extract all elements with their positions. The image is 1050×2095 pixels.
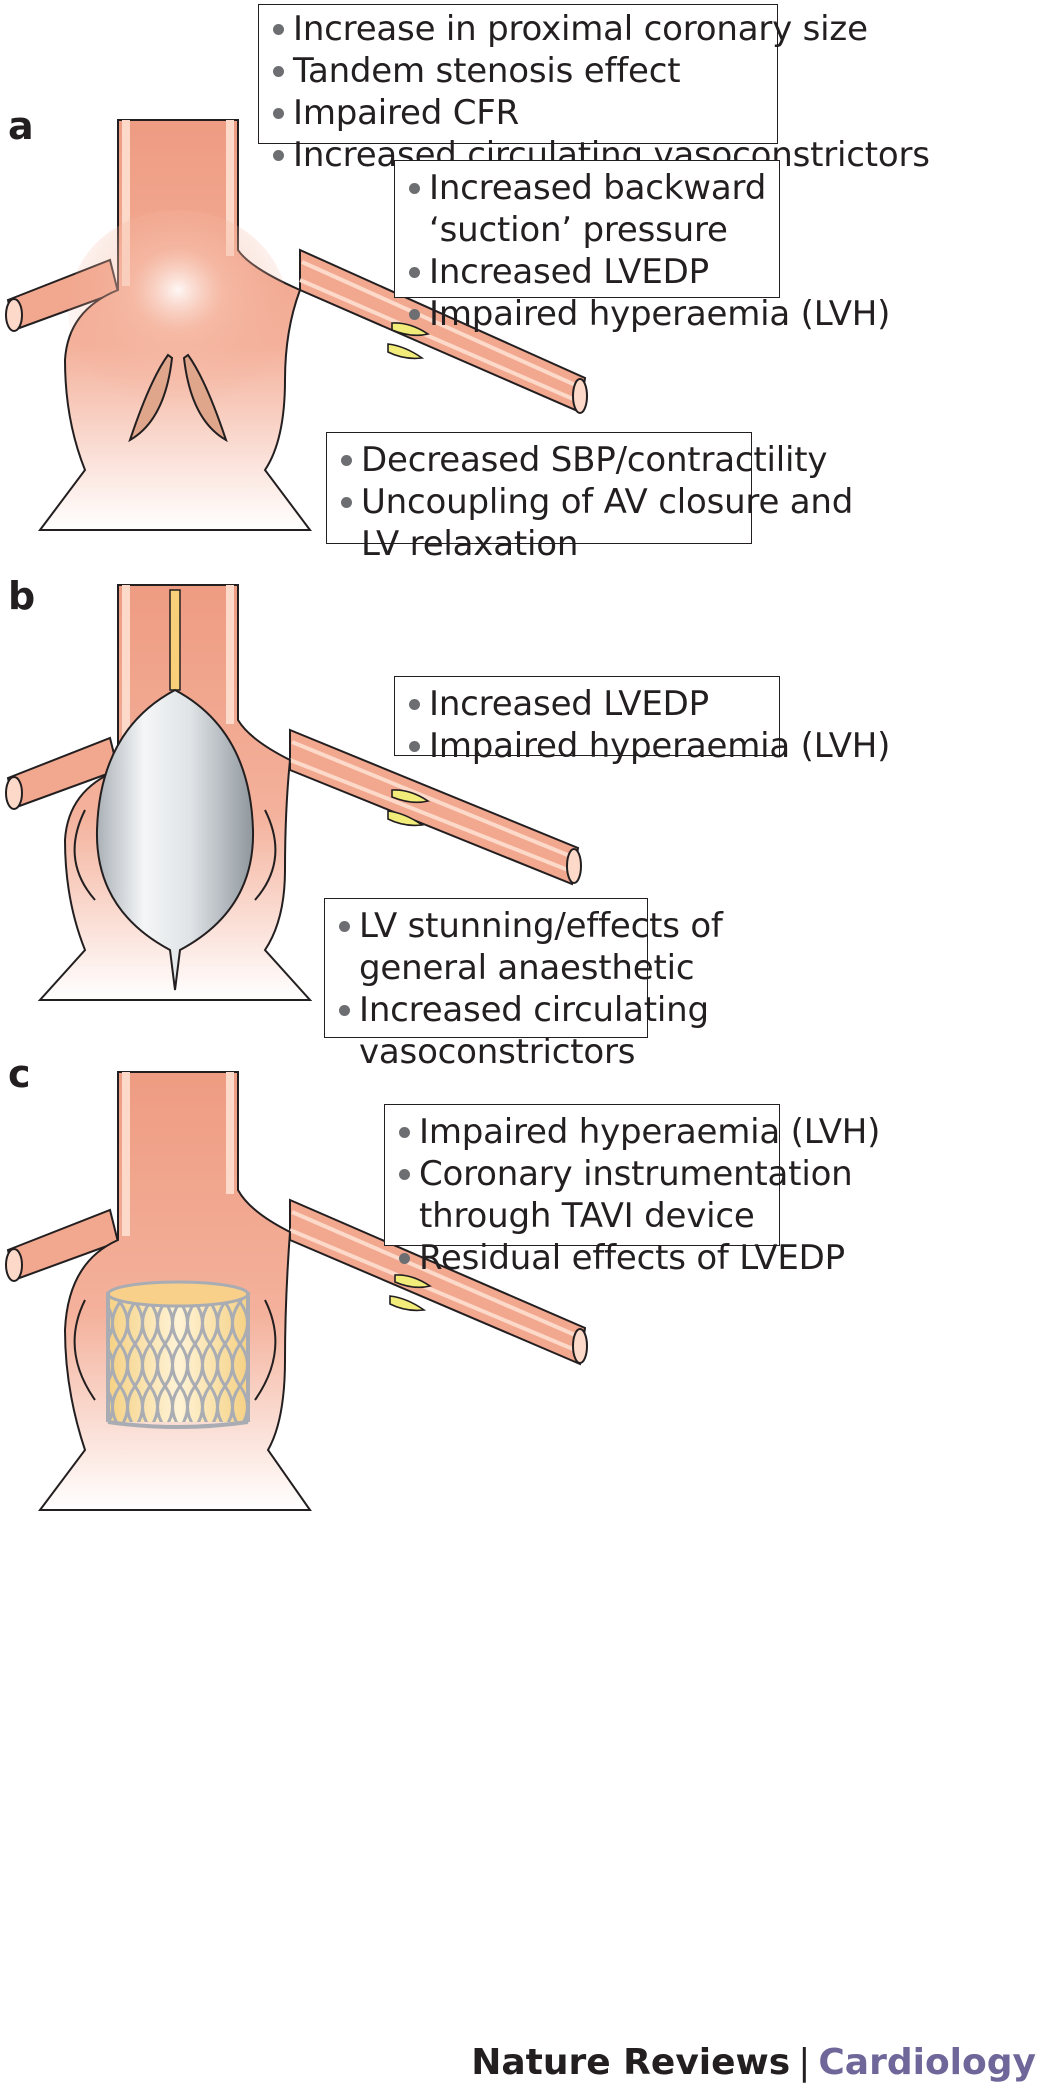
- bullet-item: Increased backward‘suction’ pressure: [407, 167, 767, 251]
- bullet-item: Increased LVEDP: [407, 251, 767, 293]
- panel-a-illustration: [5, 119, 588, 531]
- bullet-item: Impaired hyperaemia (LVH): [407, 293, 891, 335]
- bullet-text-line: LV stunning/effects of: [359, 906, 723, 946]
- bullet-text-line: Impaired hyperaemia (LVH): [419, 1112, 881, 1152]
- bullet-item: Impaired CFR: [271, 92, 765, 134]
- bullet-item: Residual effects of LVEDP: [397, 1237, 845, 1279]
- bullet-text-line: LV relaxation: [361, 524, 579, 564]
- bullet-item: Decreased SBP/contractility: [339, 439, 828, 481]
- bullet-text-line: Impaired hyperaemia (LVH): [429, 726, 891, 766]
- bullet-text-line: Uncoupling of AV closure and: [361, 482, 854, 522]
- panel-label-b: b: [8, 574, 36, 618]
- bullet-text-line: Tandem stenosis effect: [293, 51, 681, 91]
- bullet-text-line: Decreased SBP/contractility: [361, 440, 828, 480]
- panel-c-illustration: [5, 1071, 588, 1511]
- bullet-item: Increased LVEDP: [407, 683, 767, 725]
- bullet-text-line: Increase in proximal coronary size: [293, 9, 868, 49]
- valvuloplasty-balloon: [95, 688, 255, 991]
- bullet-text-line: ‘suction’ pressure: [429, 210, 728, 250]
- bullet-text-line: Increased backward: [429, 168, 767, 208]
- panel-label-c: c: [8, 1052, 31, 1096]
- coronary-stenosis-plaque: [387, 789, 430, 827]
- panel-b-illustration: [5, 584, 582, 1001]
- bullet-text-line: general anaesthetic: [359, 948, 695, 988]
- bullet-text-line: vasoconstrictors: [359, 1032, 636, 1072]
- journal-name: Nature Reviews: [471, 2042, 791, 2083]
- annotation-box: Impaired hyperaemia (LVH)Coronary instru…: [384, 1104, 881, 1278]
- bullet-text-line: Residual effects of LVEDP: [419, 1238, 845, 1278]
- bullet-text-line: Increased circulating: [359, 990, 709, 1030]
- bullet-item: Increase in proximal coronary size: [271, 8, 868, 50]
- bullet-item: Impaired hyperaemia (LVH): [397, 1111, 881, 1153]
- bullet-text-line: Coronary instrumentation: [419, 1154, 853, 1194]
- panel-label-a: a: [8, 104, 34, 148]
- bullet-text-line: Increased LVEDP: [429, 252, 709, 292]
- coronary-stenosis-plaque: [389, 1274, 432, 1312]
- bullet-text-line: Increased LVEDP: [429, 684, 709, 724]
- journal-credit: Nature Reviews|Cardiology: [471, 2042, 1036, 2083]
- guidewire: [169, 589, 181, 691]
- bullet-item: Impaired hyperaemia (LVH): [407, 725, 891, 767]
- coronary-stenosis-plaque: [387, 322, 430, 360]
- bullet-text-line: through TAVI device: [419, 1196, 755, 1236]
- tavi-device: [106, 1280, 250, 1429]
- bullet-text-line: Impaired hyperaemia (LVH): [429, 294, 891, 334]
- bullet-text-line: Impaired CFR: [293, 93, 520, 133]
- credit-separator: |: [798, 2042, 811, 2083]
- bullet-item: Tandem stenosis effect: [271, 50, 765, 92]
- journal-subject: Cardiology: [818, 2042, 1036, 2083]
